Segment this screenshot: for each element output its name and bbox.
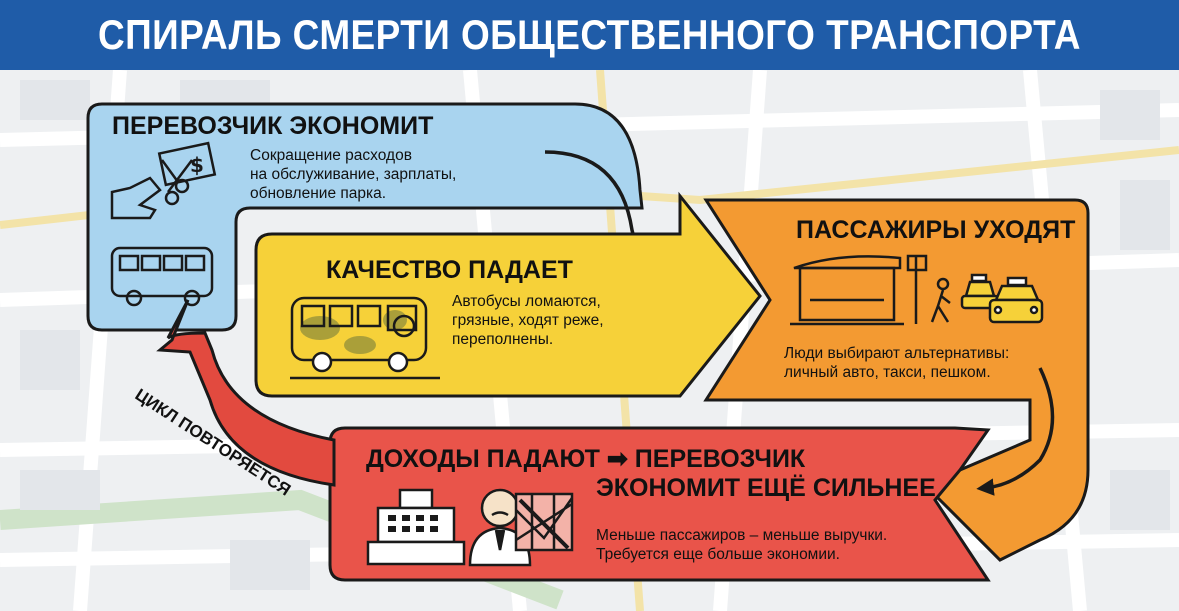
cutting-money-icon: $ — [110, 141, 217, 220]
step2-heading: КАЧЕСТВО ПАДАЕТ — [326, 256, 573, 284]
step2-desc-line: переполнены. — [452, 331, 554, 348]
step3-desc-line: Люди выбирают альтернативы: — [784, 345, 1010, 362]
step3-description: Люди выбирают альтернативы: личный авто,… — [784, 344, 1009, 382]
step1-box — [86, 102, 644, 332]
step4-heading-part: ПЕРЕВОЗЧИК — [634, 445, 806, 473]
step4-description: Меньше пассажиров – меньше выручки. Треб… — [596, 526, 887, 564]
step1-heading: ПЕРЕВОЗЧИК ЭКОНОМИТ — [112, 112, 434, 140]
step2-desc-line: Автобусы ломаются, — [452, 293, 601, 310]
bus-stop-icon — [790, 254, 928, 326]
step4-heading-line2: ЭКОНОМИТ ЕЩЁ СИЛЬНЕЕ — [596, 474, 936, 502]
step2-description: Автобусы ломаются, грязные, ходят реже, … — [452, 292, 604, 349]
step4-desc-line: Меньше пассажиров – меньше выручки. — [596, 527, 888, 544]
taxi-icon — [960, 273, 1044, 324]
svg-text:$: $ — [190, 153, 204, 177]
loop-arrow — [156, 299, 336, 487]
step1-desc-line: обновление парка. — [250, 185, 387, 202]
step1-to-step2-arrow — [544, 150, 647, 271]
step4-heading-part: ДОХОДЫ ПАДАЮТ — [366, 445, 600, 473]
step1-desc-line: на обслуживание, зарплаты, — [250, 166, 457, 183]
step4-desc-line: Требуется еще больше экономии. — [596, 546, 840, 563]
right-arrow-icon: ➡ — [606, 445, 628, 473]
dirty-bus-icon — [290, 296, 440, 380]
diagram-canvas: $ — [0, 70, 1179, 611]
step2-desc-line: грязные, ходят реже, — [452, 312, 604, 329]
bus-icon — [110, 246, 214, 307]
walking-person-icon — [930, 277, 951, 323]
page-title: СПИРАЛЬ СМЕРТИ ОБЩЕСТВЕННОГО ТРАНСПОРТА — [98, 11, 1081, 58]
step3-to-step4-arrow — [976, 367, 1055, 496]
step3-heading: ПАССАЖИРЫ УХОДЯТ — [796, 216, 1076, 244]
cash-register-icon — [366, 488, 466, 566]
step1-desc-line: Сокращение расходов — [250, 147, 412, 164]
step4-heading-line1: ДОХОДЫ ПАДАЮТ ➡ ПЕРЕВОЗЧИК — [366, 444, 805, 474]
title-banner: СПИРАЛЬ СМЕРТИ ОБЩЕСТВЕННОГО ТРАНСПОРТА — [0, 0, 1179, 70]
step1-description: Сокращение расходов на обслуживание, зар… — [250, 146, 456, 203]
step3-desc-line: личный авто, такси, пешком. — [784, 364, 991, 381]
declining-chart-icon — [514, 492, 574, 552]
